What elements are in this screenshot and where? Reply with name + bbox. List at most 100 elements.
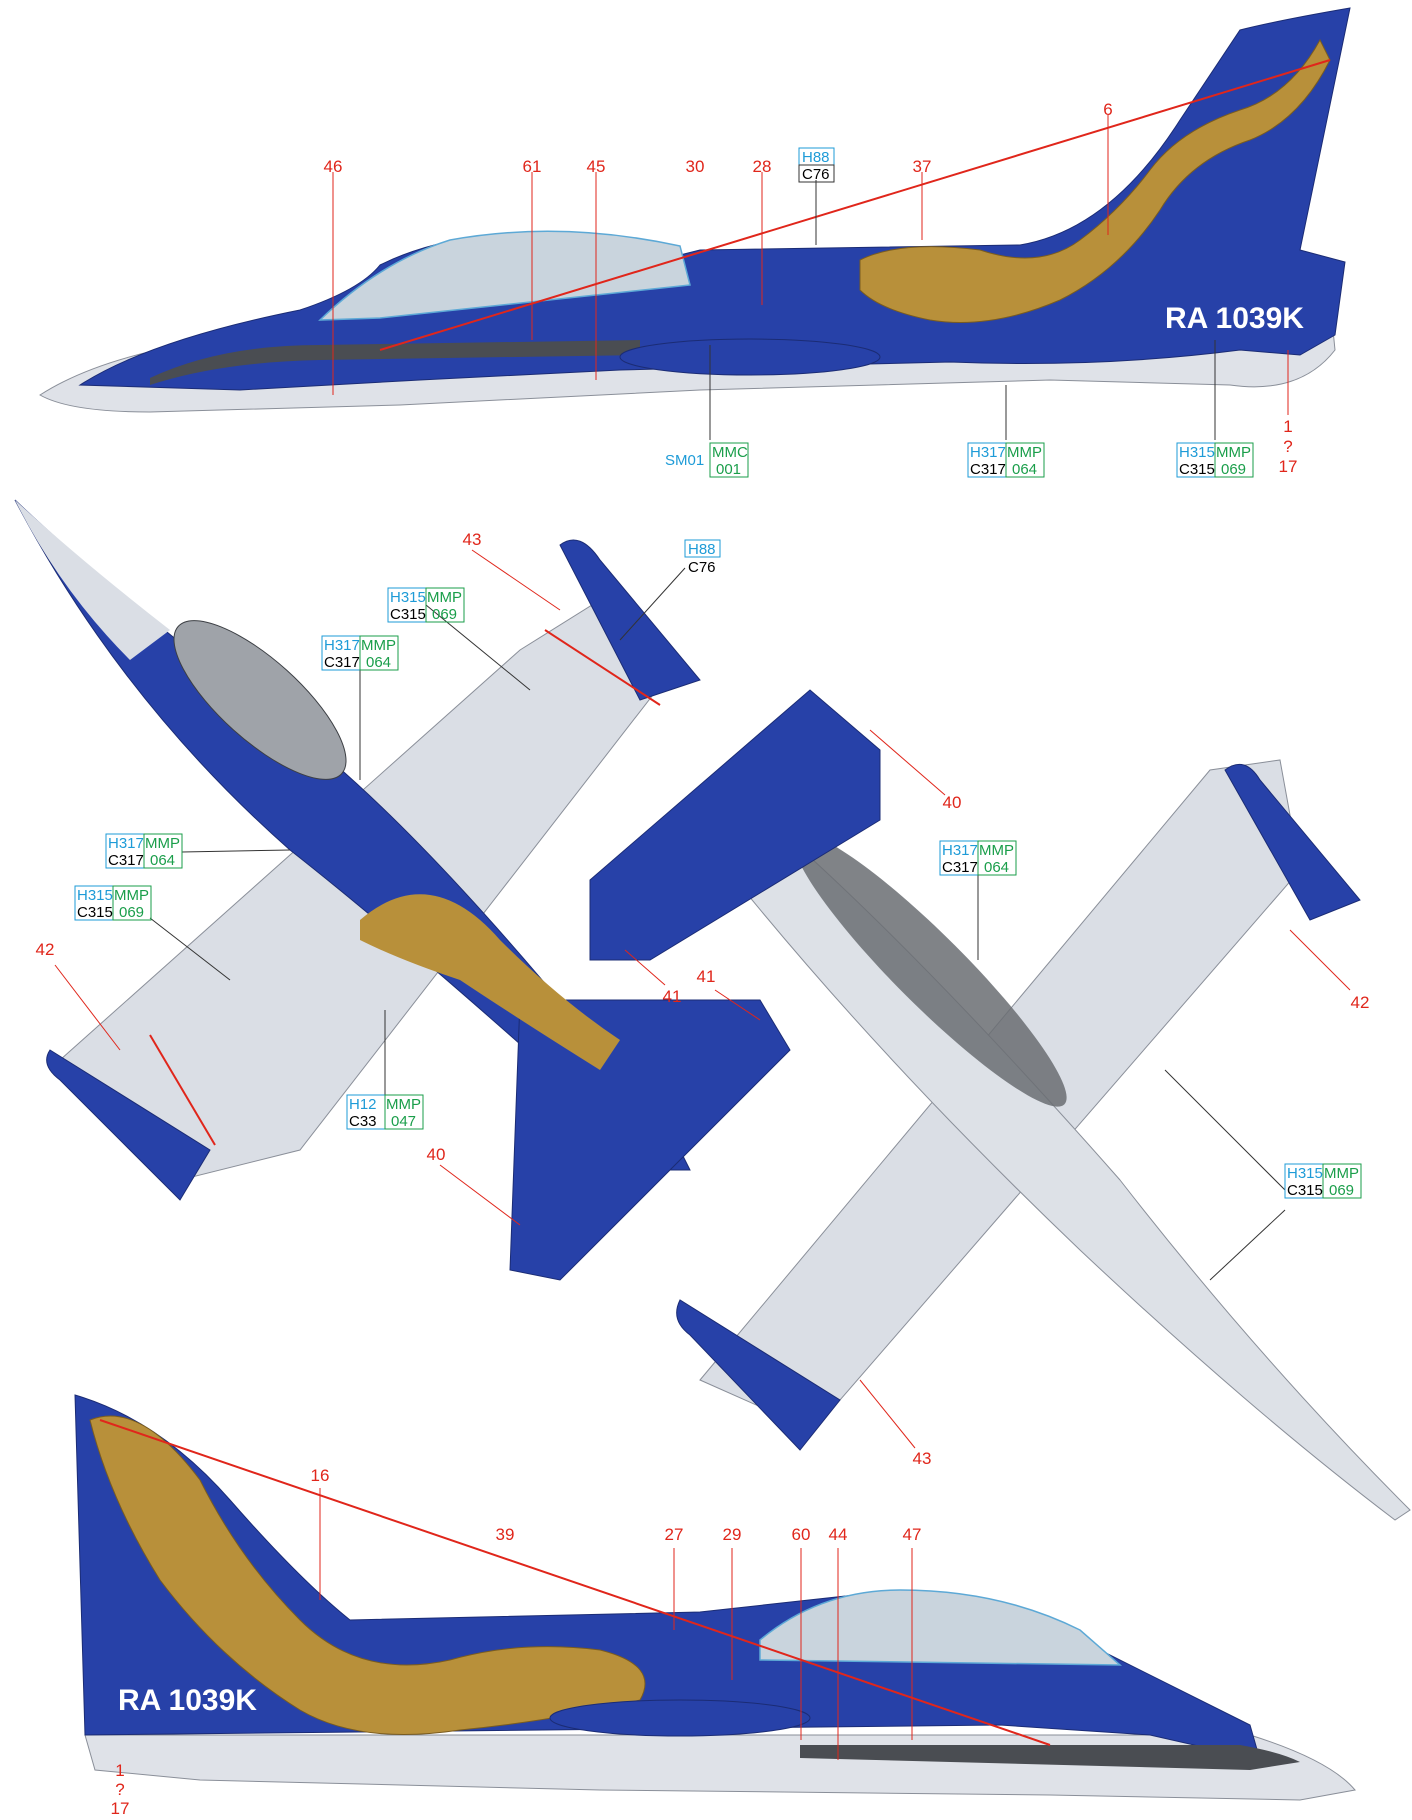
paint-mmp: MMP xyxy=(114,887,149,904)
callout-28: 28 xyxy=(753,157,772,176)
paint-code-h317-top: H317 C317 MMP 064 xyxy=(321,635,399,780)
top-dragon xyxy=(360,894,620,1070)
left-side-view: RA 1039K 46 61 45 30 28 37 6 1 ? 17 H88 … xyxy=(39,7,1351,478)
paint-mmp: MMP xyxy=(1007,444,1042,461)
paint-064: 064 xyxy=(366,654,391,671)
paint-c315: C315 xyxy=(77,904,113,921)
paint-c315: C315 xyxy=(390,606,426,623)
callout-27: 27 xyxy=(665,1525,684,1544)
paint-code-h315-left: H315 C315 MMP 069 xyxy=(1176,340,1254,478)
paint-code-sm01: SM01 MMC 001 xyxy=(665,345,749,478)
callout-17: 17 xyxy=(1279,457,1298,476)
paint-h315: H315 xyxy=(390,589,426,606)
callout-30: 30 xyxy=(686,157,705,176)
bottom-tailplane xyxy=(589,689,881,961)
callout-42-bottom: 42 xyxy=(1351,993,1370,1012)
paint-code-h88: H88 C76 xyxy=(798,147,835,245)
paint-mmp: MMP xyxy=(1324,1165,1359,1182)
paint-mmp: MMP xyxy=(427,589,462,606)
callout-41-bottom: 41 xyxy=(663,987,682,1006)
callout-44: 44 xyxy=(829,1525,848,1544)
callout-40-top: 40 xyxy=(427,1145,446,1164)
paint-h317: H317 xyxy=(324,637,360,654)
left-canopy xyxy=(318,230,691,321)
callout-question: ? xyxy=(1283,437,1292,456)
top-red-stripe xyxy=(544,629,661,706)
bottom-left-tip-tank xyxy=(676,1299,841,1451)
left-nose-stripe xyxy=(150,340,640,385)
paint-mmp: MMP xyxy=(979,842,1014,859)
callout-6: 6 xyxy=(1103,100,1112,119)
paint-c317: C317 xyxy=(324,654,360,671)
paint-code-h317-left: H317 C317 MMP 064 xyxy=(967,385,1045,478)
callout-46: 46 xyxy=(324,157,343,176)
left-registration: RA 1039K xyxy=(1165,302,1304,335)
paint-h315: H315 xyxy=(77,887,113,904)
callout-61: 61 xyxy=(523,157,542,176)
callout-43-top: 43 xyxy=(463,530,482,549)
top-right-tip-tank xyxy=(559,539,701,701)
paint-code-h317-top-2: H317 C317 MMP 064 xyxy=(105,833,291,869)
paint-mmp: MMP xyxy=(145,835,180,852)
paint-069: 069 xyxy=(119,904,144,921)
callout-39: 39 xyxy=(496,1525,515,1544)
paint-mmp: MMP xyxy=(361,637,396,654)
paint-h317: H317 xyxy=(108,835,144,852)
paint-mmp: MMP xyxy=(1216,444,1251,461)
top-left-tip-tank xyxy=(46,1049,211,1201)
callout-question-right: ? xyxy=(115,1780,124,1799)
callout-60: 60 xyxy=(792,1525,811,1544)
paint-c315: C315 xyxy=(1287,1182,1323,1199)
top-red-stripe xyxy=(149,1034,216,1146)
callout-42-top: 42 xyxy=(36,940,55,959)
callout-1-right: 1 xyxy=(115,1761,124,1780)
paint-code-h317-bottom: H317 C317 MMP 064 xyxy=(939,840,1017,960)
callout-40-bottom: 40 xyxy=(943,793,962,812)
callout-37: 37 xyxy=(913,157,932,176)
paint-mmc: MMC xyxy=(712,444,748,461)
callout-17-right: 17 xyxy=(111,1799,130,1818)
right-side-view: RA 1039K 16 39 27 29 60 44 47 1 ? 17 xyxy=(74,1394,1356,1818)
paint-sm01: SM01 xyxy=(665,452,704,469)
paint-047: 047 xyxy=(391,1113,416,1130)
paint-h315: H315 xyxy=(1287,1165,1323,1182)
right-nose-stripe xyxy=(800,1745,1300,1770)
paint-code-h88-top: H88 C76 xyxy=(619,539,721,641)
paint-001: 001 xyxy=(716,461,741,478)
right-tip-tank xyxy=(549,1699,811,1737)
top-tailplane xyxy=(509,999,791,1281)
paint-h317: H317 xyxy=(970,444,1006,461)
callout-16: 16 xyxy=(311,1466,330,1485)
left-tip-tank xyxy=(619,338,881,376)
bottom-right-tip-tank xyxy=(1224,763,1361,921)
paint-064: 064 xyxy=(984,859,1009,876)
right-dragon xyxy=(89,1415,646,1735)
paint-code-h315-top: H315 C315 MMP 069 xyxy=(387,587,531,691)
right-registration: RA 1039K xyxy=(118,1684,257,1717)
paint-c317: C317 xyxy=(942,859,978,876)
paint-c317: C317 xyxy=(108,852,144,869)
paint-c76: C76 xyxy=(688,559,716,576)
paint-h88: H88 xyxy=(802,149,830,166)
left-red-stripe xyxy=(379,59,1331,351)
top-canopy xyxy=(173,620,347,780)
paint-064: 064 xyxy=(150,852,175,869)
callout-43-bottom: 43 xyxy=(913,1449,932,1468)
callout-45: 45 xyxy=(587,157,606,176)
callout-29: 29 xyxy=(723,1525,742,1544)
paint-064: 064 xyxy=(1012,461,1037,478)
right-red-stripe xyxy=(99,1419,1051,1746)
paint-c33: C33 xyxy=(349,1113,377,1130)
right-canopy xyxy=(759,1589,1123,1666)
callout-41-top: 41 xyxy=(697,967,716,986)
callout-1: 1 xyxy=(1283,417,1292,436)
paint-code-h315-top-2: H315 C315 MMP 069 xyxy=(74,885,231,981)
bottom-view: 40 41 42 43 H317 C317 MMP 064 H315 C315 … xyxy=(589,689,1411,1521)
paint-code-h12-top: H12 C33 MMP 047 xyxy=(346,1010,424,1130)
paint-c317: C317 xyxy=(970,461,1006,478)
paint-h88: H88 xyxy=(688,541,716,558)
paint-h12: H12 xyxy=(349,1096,377,1113)
paint-069: 069 xyxy=(432,606,457,623)
paint-c315: C315 xyxy=(1179,461,1215,478)
